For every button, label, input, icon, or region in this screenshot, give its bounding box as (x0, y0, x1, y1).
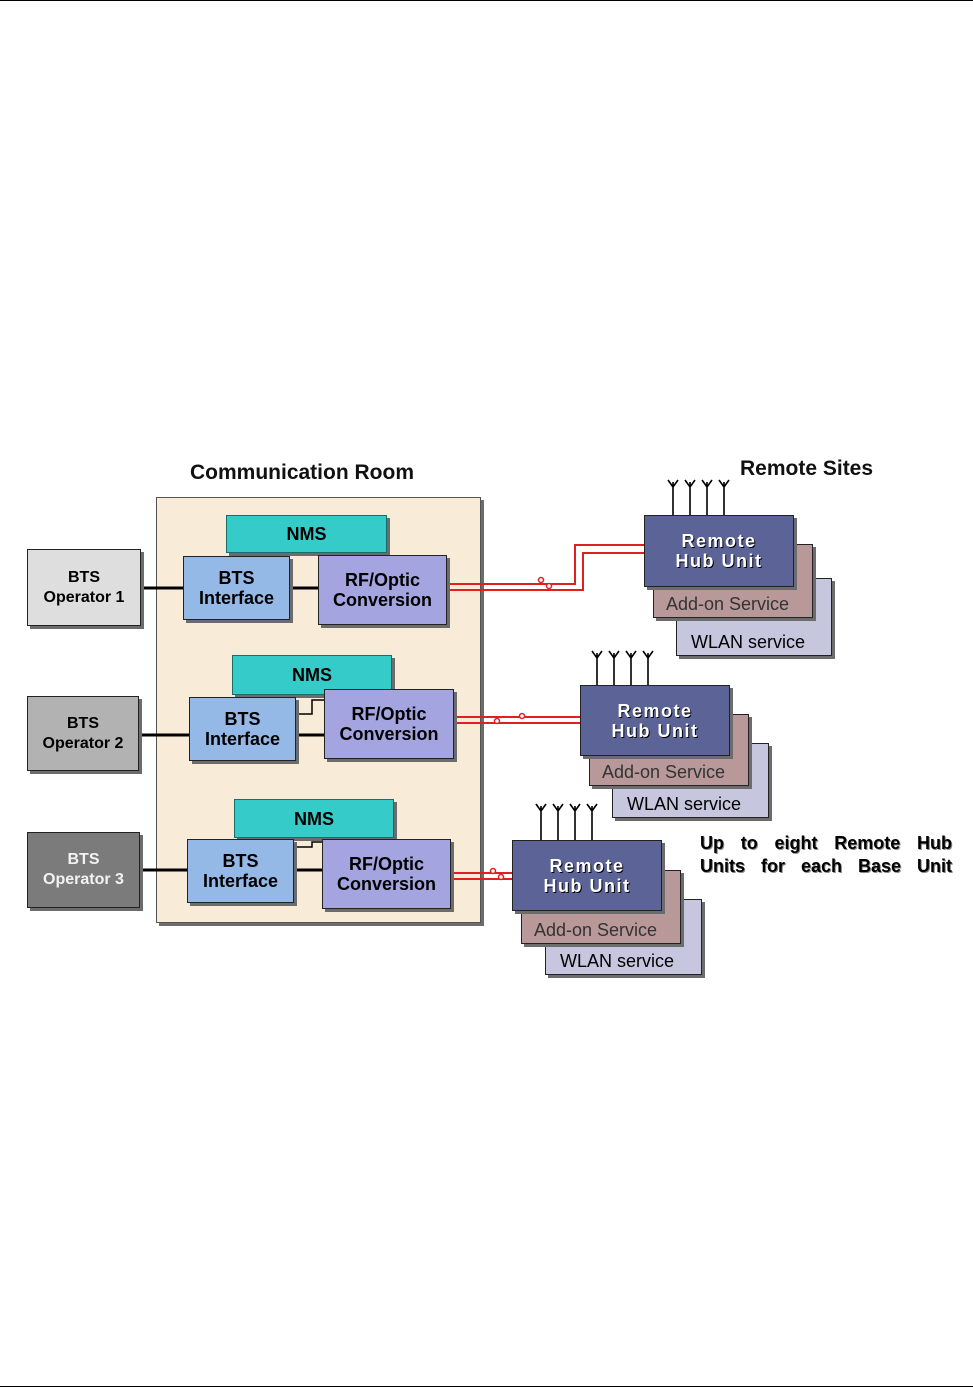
remote-sites-title: Remote Sites (740, 457, 874, 480)
nms-unit-3: NMS (234, 799, 394, 838)
communication-room-title: Communication Room (190, 461, 414, 484)
nms-unit-1: NMS (226, 515, 387, 553)
fiber-connector (489, 867, 497, 875)
nms-link-2 (296, 699, 324, 715)
fiber-connector (497, 873, 505, 881)
nms-unit-2: NMS (232, 655, 392, 695)
bts-operator-3-line2: Operator 3 (43, 871, 124, 888)
bts-interface-3-line1: BTS (222, 851, 259, 871)
remote-hub-2-line1: Remote (617, 700, 693, 721)
note-line1: Up to eight Remote Hub (700, 833, 952, 853)
rf-optic-2-line2: Conversion (339, 724, 439, 744)
bts-interface-2-line2: Interface (204, 729, 281, 749)
remote-hub-1-line2: Hub Unit (675, 551, 763, 571)
rf-optic-3-line2: Conversion (336, 874, 437, 894)
rf-optic-3-line1: RF/Optic (349, 854, 424, 874)
rf-optic-2-line1: RF/Optic (351, 704, 427, 724)
bottom-rule (0, 1386, 973, 1387)
bts-operator-3: BTS Operator 3 (27, 832, 140, 908)
remote-hub-3-line2: Hub Unit (543, 875, 631, 896)
fiber-connector (493, 717, 501, 725)
bts-operator-3-line1: BTS (67, 851, 100, 868)
bts-operator-2: BTS Operator 2 (27, 696, 139, 771)
bts-interface-1-line2: Interface (198, 588, 275, 608)
remote-hub-3-line1: Remote (549, 855, 625, 876)
fiber-1b (447, 552, 644, 591)
antenna-array-2 (591, 650, 654, 685)
bts-operator-1-line1: BTS (67, 568, 100, 586)
fiber-connector (518, 712, 526, 720)
fiber-connector (537, 576, 545, 584)
antenna-array-3 (535, 803, 598, 840)
rf-optic-1-line1: RF/Optic (345, 570, 420, 590)
nms-link-3 (294, 841, 322, 848)
remote-hub-2-line2: Hub Unit (611, 720, 699, 741)
fiber-1a (447, 544, 644, 585)
bts-interface-3-line2: Interface (202, 871, 279, 891)
remote-hub-1-line1: Remote (681, 531, 757, 551)
bts-operator-1: BTS Operator 1 (27, 549, 141, 626)
rf-optic-1-line2: Conversion (332, 590, 433, 610)
bts-operator-2-line1: BTS (66, 714, 99, 732)
fiber-connector (545, 582, 553, 590)
bts-operator-1-line2: Operator 1 (43, 588, 125, 606)
note-line2: Units for each Base Unit (700, 856, 952, 876)
bts-interface-1-line1: BTS (218, 568, 255, 588)
top-rule (0, 0, 973, 1)
antenna-array-1 (667, 479, 730, 515)
bts-operator-2-line2: Operator 2 (42, 734, 124, 752)
remote-hub-capacity-note: Up to eight Remote Hub Units for each Ba… (700, 832, 952, 878)
bts-interface-2-line1: BTS (224, 709, 261, 729)
